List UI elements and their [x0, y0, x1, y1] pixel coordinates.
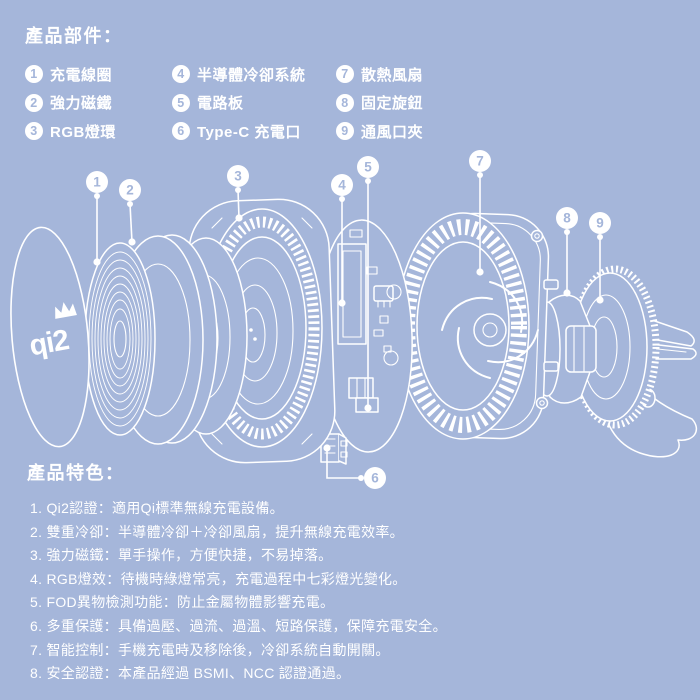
feature-item: 6. 多重保護：具備過壓、過流、過溫、短路保護，保障充電安全。	[30, 617, 447, 634]
crown-icon	[55, 302, 77, 319]
vent-clip-part	[570, 265, 698, 458]
svg-text:5: 5	[364, 160, 372, 175]
legend-item-4: 4 半導體冷卻系統	[172, 64, 336, 85]
svg-text:8: 8	[563, 211, 571, 226]
qi2-logo-text: qi2	[27, 324, 71, 362]
callout-5: 5	[357, 156, 379, 412]
svg-text:9: 9	[596, 216, 604, 231]
part-label: 電路板	[197, 95, 244, 113]
qi2-logo: qi2	[27, 302, 77, 362]
svg-text:3: 3	[234, 169, 242, 184]
features-list: 1. Qi2認證：適用Qi標準無線充電設備。 2. 雙重冷卻：半導體冷卻＋冷卻風…	[30, 497, 447, 686]
legend-item-3: 3 RGB燈環	[25, 121, 172, 142]
legend-item-9: 9 通風口夾	[336, 121, 423, 142]
callout-6: 6	[323, 444, 386, 489]
charging-coil-part	[84, 242, 156, 436]
svg-text:7: 7	[476, 154, 484, 169]
part-number-badge: 7	[336, 65, 354, 84]
callout-7: 7	[469, 150, 491, 276]
part-label: 強力磁鐵	[50, 95, 113, 113]
front-disc-part: qi2	[10, 226, 90, 448]
svg-text:6: 6	[371, 471, 379, 486]
feature-item: 7. 智能控制：手機充電時及移除後，冷卻系統自動開關。	[30, 641, 390, 658]
feature-item: 1. Qi2認證：適用Qi標準無線充電設備。	[30, 500, 284, 516]
fan-blades	[441, 281, 539, 379]
svg-text:2: 2	[126, 183, 134, 198]
legend-item-1: 1 充電線圈	[25, 64, 172, 85]
callout-8: 8	[556, 207, 578, 297]
legend-item-5: 5 電路板	[172, 92, 336, 113]
callout-2: 2	[119, 179, 141, 246]
parts-legend: 1 充電線圈 2 強力磁鐵 3 RGB燈環 4 半導體冷卻系統 5 電路板 6 Type-C…	[25, 60, 423, 146]
cooling-fan-part	[396, 212, 559, 440]
callouts: 1 2 3 4 5 6 7 8	[86, 150, 611, 489]
svg-text:1: 1	[93, 175, 101, 190]
part-number-badge: 8	[336, 93, 354, 112]
features-section-title: 產品特色：	[27, 463, 125, 483]
part-number-badge: 9	[336, 122, 354, 141]
callout-4: 4	[331, 174, 353, 307]
part-number-badge: 3	[25, 122, 43, 141]
part-label: 充電線圈	[50, 66, 113, 84]
legend-item-2: 2 強力磁鐵	[25, 92, 172, 113]
feature-item: 8. 安全認證：本產品經過 BSMI、NCC 認證通過。	[30, 665, 351, 682]
part-number-badge: 2	[25, 93, 43, 112]
callout-3: 3	[227, 165, 249, 222]
part-number-badge: 6	[172, 122, 190, 141]
part-number-badge: 5	[172, 93, 190, 112]
legend-item-7: 7 散熱風扇	[336, 64, 423, 85]
part-number-badge: 1	[25, 65, 43, 84]
callout-1: 1	[86, 171, 108, 266]
feature-item: 3. 強力磁鐵：單手操作，方便快捷，不易掉落。	[30, 547, 333, 564]
part-label: 散熱風扇	[361, 66, 424, 84]
part-number-badge: 4	[172, 65, 190, 84]
part-label: 通風口夾	[361, 123, 424, 141]
callout-9: 9	[589, 212, 611, 304]
svg-text:4: 4	[338, 178, 346, 193]
feature-item: 5. FOD異物檢測功能：防止金屬物體影響充電。	[30, 594, 335, 611]
part-label: 固定旋鈕	[361, 95, 424, 113]
feature-item: 2. 雙重冷卻：半導體冷卻＋冷卻風扇，提升無線充電效率。	[30, 523, 404, 540]
exploded-product-diagram: qi2 1 2 3 4 5 6 7	[10, 150, 698, 489]
part-label: RGB燈環	[50, 123, 116, 141]
feature-item: 4. RGB燈效：待機時綠燈常亮，充電過程中七彩燈光變化。	[30, 570, 407, 587]
parts-section-title: 產品部件：	[25, 26, 123, 46]
legend-item-6: 6 Type-C 充電口	[172, 121, 336, 142]
part-label: 半導體冷卻系統	[197, 66, 306, 84]
part-label: Type-C 充電口	[197, 123, 301, 141]
legend-item-8: 8 固定旋鈕	[336, 92, 423, 113]
